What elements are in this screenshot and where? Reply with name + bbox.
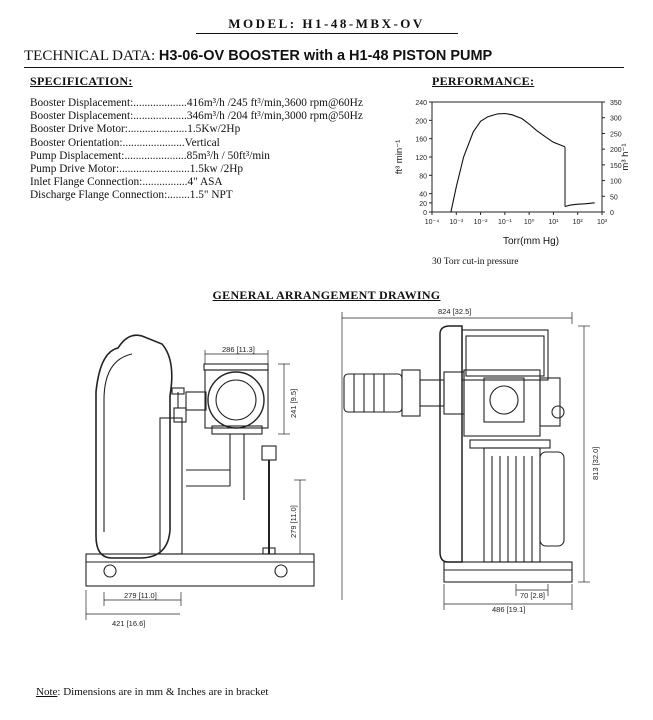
- y-tick-label: 0: [423, 210, 427, 217]
- performance-curve: [450, 112, 566, 213]
- model-underline: [196, 33, 458, 34]
- y-tick-label: 240: [415, 100, 427, 107]
- mount-hole: [103, 564, 117, 578]
- y2-axis-label: m³ h⁻¹: [620, 143, 631, 170]
- dim-421: 421 [16.6]: [112, 619, 145, 628]
- x-tick-label: 10⁻⁴: [425, 219, 440, 226]
- spec-row: Booster Orientation:....................…: [30, 136, 220, 149]
- y-tick-label: 120: [415, 155, 427, 162]
- x-tick-label: 10⁰: [524, 218, 535, 226]
- mount-hole: [274, 564, 288, 578]
- drawing-title-text: GENERAL ARRANGEMENT DRAWING: [212, 288, 441, 302]
- booster-body: [204, 369, 269, 429]
- y-tick-label: 20: [419, 201, 427, 208]
- x-tick-label: 10⁻¹: [498, 219, 512, 226]
- front-base: [443, 561, 573, 583]
- dim-486: 486 [19.1]: [492, 605, 525, 614]
- dim-70: 70 [2.8]: [520, 591, 545, 600]
- x-tick-label: 10²: [573, 219, 584, 226]
- note-text: : Dimensions are in mm & Inches are in b…: [57, 686, 269, 698]
- y2-tick-label: 150: [610, 163, 622, 170]
- x-tick-label: 10⁻³: [449, 219, 463, 226]
- specification-title: SPECIFICATION:: [30, 74, 133, 88]
- technical-data-heading: TECHNICAL DATA: H3-06-OV BOOSTER with a …: [24, 48, 492, 65]
- front-view: [341, 312, 590, 610]
- general-arrangement-drawing: 286 [11.3] 241 [9.5] 279 [11.0] 279 [11.…: [85, 307, 600, 628]
- y2-tick-label: 0: [610, 210, 614, 217]
- cut-in-note: 30 Torr cut-in pressure: [432, 257, 519, 267]
- belt-guard: [95, 334, 173, 559]
- x-axis-label: Torr(mm Hg): [503, 236, 559, 247]
- y-axis-label: ft³ min⁻¹: [394, 140, 405, 175]
- x-tick-label: 10¹: [548, 219, 559, 226]
- y2-tick-label: 300: [610, 116, 622, 123]
- performance-title: PERFORMANCE:: [432, 74, 535, 88]
- technical-data-prefix: TECHNICAL DATA:: [24, 48, 159, 64]
- x-tick-label: 10³: [597, 219, 608, 226]
- dim-279-horizontal: 279 [11.0]: [124, 591, 157, 600]
- performance-chart: 0 20 40 80 120 160 200 240 0 50 100 150 200 250 300 350…: [394, 100, 631, 247]
- y-tick-label: 80: [419, 173, 427, 180]
- y-tick-label: 160: [415, 137, 427, 144]
- specification-list: Booster Displacement:...................…: [30, 97, 363, 203]
- spec-row: Pump Drive Motor:.......................…: [30, 163, 244, 176]
- spec-row: Inlet Flange Connection:................…: [30, 176, 223, 189]
- base-skid: [85, 553, 315, 587]
- spec-row: Booster Displacement:...................…: [30, 97, 363, 109]
- y2-tick-label: 100: [610, 179, 622, 186]
- technical-data-rule: [24, 67, 624, 68]
- plot-frame: [431, 101, 603, 213]
- booster-rotor-housing: [207, 371, 265, 429]
- spec-row: Booster Displacement:...................…: [30, 110, 363, 123]
- spec-row: Pump Displacement:......................…: [30, 149, 270, 162]
- spec-row: Discharge Flange Connection:........1.5"…: [30, 189, 233, 202]
- footer-note: Note: Dimensions are in mm & Inches are …: [36, 686, 268, 698]
- y2-tick-label: 350: [610, 100, 622, 107]
- y2-tick-label: 50: [610, 194, 618, 201]
- dim-241: 241 [9.5]: [289, 389, 298, 418]
- drawing-title: GENERAL ARRANGEMENT DRAWING: [0, 288, 653, 303]
- side-view: [85, 334, 315, 620]
- spec-row: Booster Drive Motor:....................…: [30, 123, 241, 136]
- y-tick-label: 200: [415, 118, 427, 125]
- dim-813: 813 [32.0]: [591, 447, 600, 480]
- dim-824: 824 [32.5]: [438, 307, 471, 316]
- model-title: MODEL: H1-48-MBX-OV: [228, 16, 425, 31]
- y2-tick-label: 200: [610, 147, 622, 154]
- dim-286: 286 [11.3]: [222, 345, 255, 354]
- booster-motor-housing: [461, 329, 549, 381]
- dim-279-vertical: 279 [11.0]: [289, 505, 298, 538]
- y-tick-label: 40: [419, 192, 427, 199]
- note-label: Note: [36, 686, 58, 698]
- booster-motor: [343, 373, 403, 413]
- y2-tick-label: 250: [610, 131, 622, 138]
- technical-data-highlight: H3-06-OV BOOSTER with a H1-48 PISTON PUM…: [158, 48, 493, 64]
- performance-curve: [564, 202, 595, 208]
- x-tick-label: 10⁻²: [474, 219, 488, 226]
